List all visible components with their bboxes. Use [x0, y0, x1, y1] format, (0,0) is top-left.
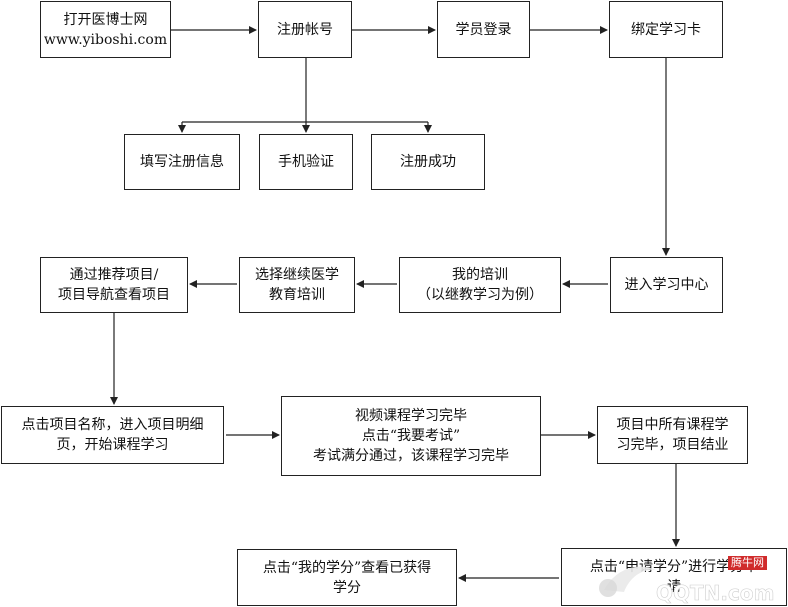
node-click-project-label: 点击项目名称，进入项目明细 页，开始课程学习: [21, 417, 204, 453]
node-recommend-label: 通过推荐项目/ 项目导航查看项目: [58, 267, 170, 303]
watermark-logo: QQTN.com: [599, 566, 775, 605]
node-apply-credit: 点击“申请学分”进行学分申 请: [561, 548, 787, 606]
node-project-done-label: 项目中所有课程学 习完毕，项目结业: [616, 417, 729, 453]
node-video-done-label: 视频课程学习完毕 点击“我要考试” 考试满分通过，该课程学习完毕: [313, 408, 509, 464]
node-bind-card: 绑定学习卡: [609, 1, 723, 58]
node-learning-center: 进入学习中心: [610, 257, 723, 313]
node-learning-center-label: 进入学习中心: [624, 277, 709, 293]
node-recommend: 通过推荐项目/ 项目导航查看项目: [40, 257, 188, 313]
node-choose-cme-label: 选择继续医学 教育培训: [255, 267, 339, 303]
node-register: 注册帐号: [258, 1, 352, 58]
node-my-training: 我的培训 （以继教学习为例）: [399, 257, 561, 313]
node-register-label: 注册帐号: [277, 21, 333, 38]
node-login-label: 学员登录: [455, 21, 512, 38]
node-phone-verify: 手机验证: [259, 134, 353, 190]
node-my-training-label: 我的培训 （以继教学习为例）: [417, 267, 543, 303]
node-video-done: 视频课程学习完毕 点击“我要考试” 考试满分通过，该课程学习完毕: [281, 396, 541, 476]
node-choose-cme: 选择继续医学 教育培训: [239, 257, 355, 313]
node-view-credit: 点击“我的学分”查看已获得 学分: [237, 549, 457, 606]
node-open-site: 打开医博士网 www.yiboshi.com: [40, 1, 171, 58]
node-login: 学员登录: [437, 1, 530, 58]
node-fill-info: 填写注册信息: [124, 134, 240, 190]
node-register-success: 注册成功: [371, 134, 485, 190]
node-view-credit-label: 点击“我的学分”查看已获得 学分: [262, 559, 432, 596]
node-bind-card-label: 绑定学习卡: [631, 21, 701, 38]
watermark-tag: 腾牛网: [728, 556, 767, 570]
watermark-logo-text: QQTN.com: [656, 581, 774, 605]
node-open-site-label: 打开医博士网 www.yiboshi.com: [43, 11, 168, 48]
node-project-done: 项目中所有课程学 习完毕，项目结业: [597, 406, 748, 464]
node-fill-info-label: 填写注册信息: [140, 154, 224, 170]
node-phone-verify-label: 手机验证: [278, 154, 334, 170]
node-register-success-label: 注册成功: [400, 154, 456, 170]
node-click-project: 点击项目名称，进入项目明细 页，开始课程学习: [1, 406, 224, 464]
